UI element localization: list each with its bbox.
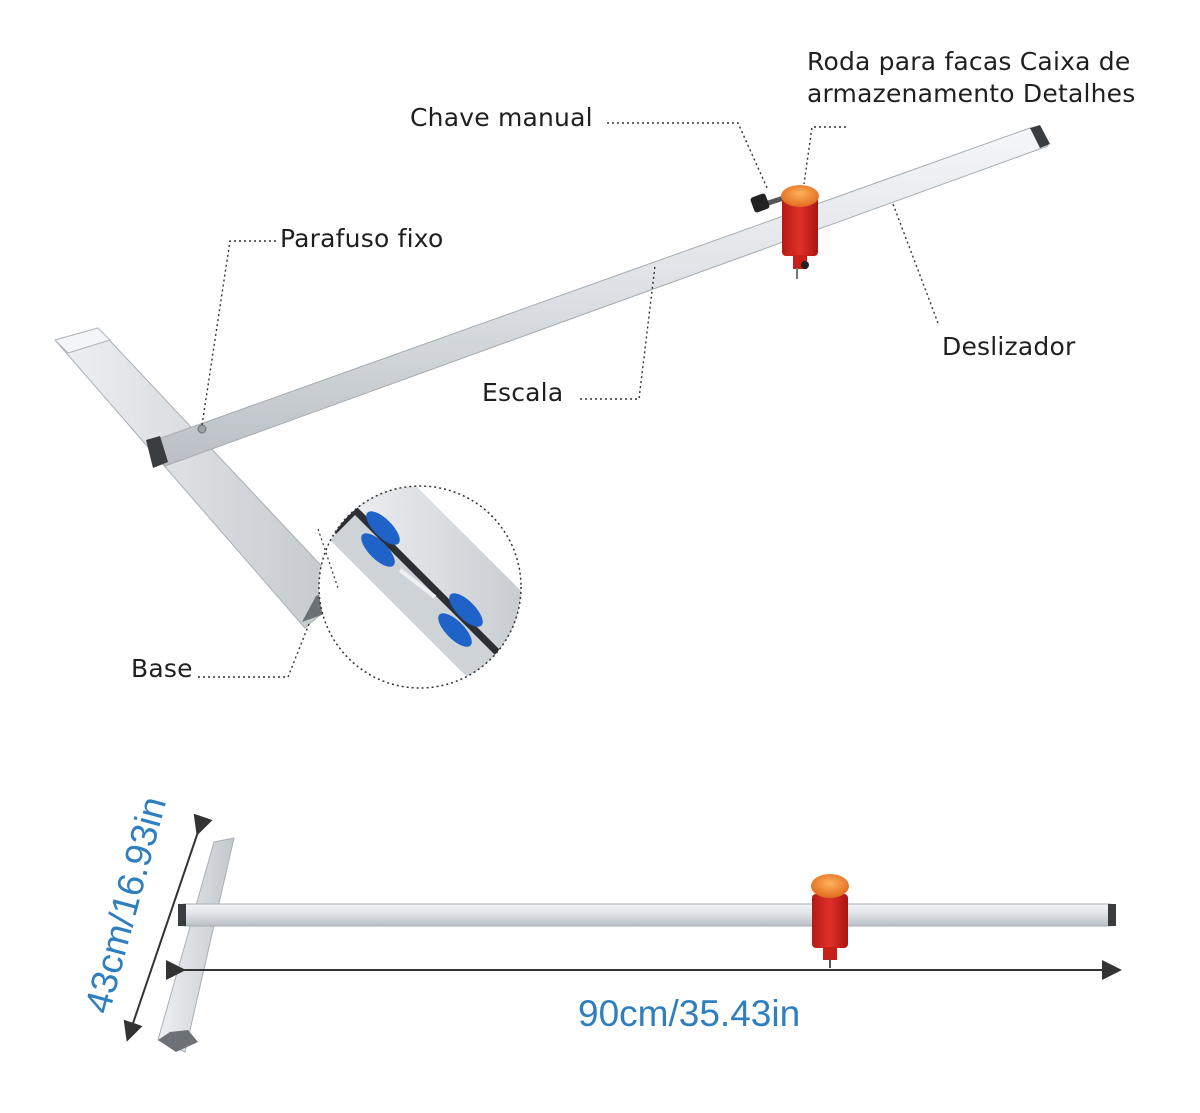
label-slider-wheel-line2: armazenamento Detalhes [807,79,1136,108]
label-slider-wheel: Roda para facas Caixa de armazenamento D… [807,46,1135,110]
label-slider-wheel-line1: Roda para facas Caixa de [807,47,1131,76]
lower-slider-cap [811,874,849,898]
leader-slider [892,203,939,324]
rail-end-cap-right [1030,125,1050,148]
lower-rail-end-cap-left [178,904,186,926]
label-slider: Deslizador [942,332,1076,361]
dimension-length: 90cm/35.43in [578,993,801,1034]
label-fixed-screw: Parafuso fixo [280,224,444,253]
leader-base [198,623,310,678]
label-base: Base [131,654,193,683]
lower-base-bar [157,837,235,1053]
long-rail [149,127,1049,467]
slider-cap [781,185,819,207]
slider-lock-icon [801,261,809,269]
hand-key-knob [750,193,770,213]
wheel-icon [361,533,395,567]
lower-rail-end-cap-right [1108,904,1116,926]
wheel-zoom-detail [317,485,522,689]
upper-product-view [54,125,1050,629]
wheel-icon [366,511,400,545]
leader-slider-wheel [803,126,846,185]
width-arrow [123,813,213,1042]
wheel-icon [438,613,472,647]
leader-hand-key [607,122,769,191]
base-bar-top [54,327,111,354]
leader-lines [198,122,939,678]
lower-slider-body [812,894,848,948]
lower-rail [181,903,1113,927]
rail-end-cap-left [146,436,168,468]
base-bar [54,327,347,629]
label-scale: Escala [482,378,564,407]
label-hand-key: Chave manual [410,103,593,132]
slider-body [782,196,818,256]
lower-slider-blade-holder [823,947,837,960]
wheel-icon [449,593,483,627]
lower-product-view [123,813,1122,1053]
fixed-screw-icon [197,424,207,434]
leader-fixed-screw [201,240,276,426]
